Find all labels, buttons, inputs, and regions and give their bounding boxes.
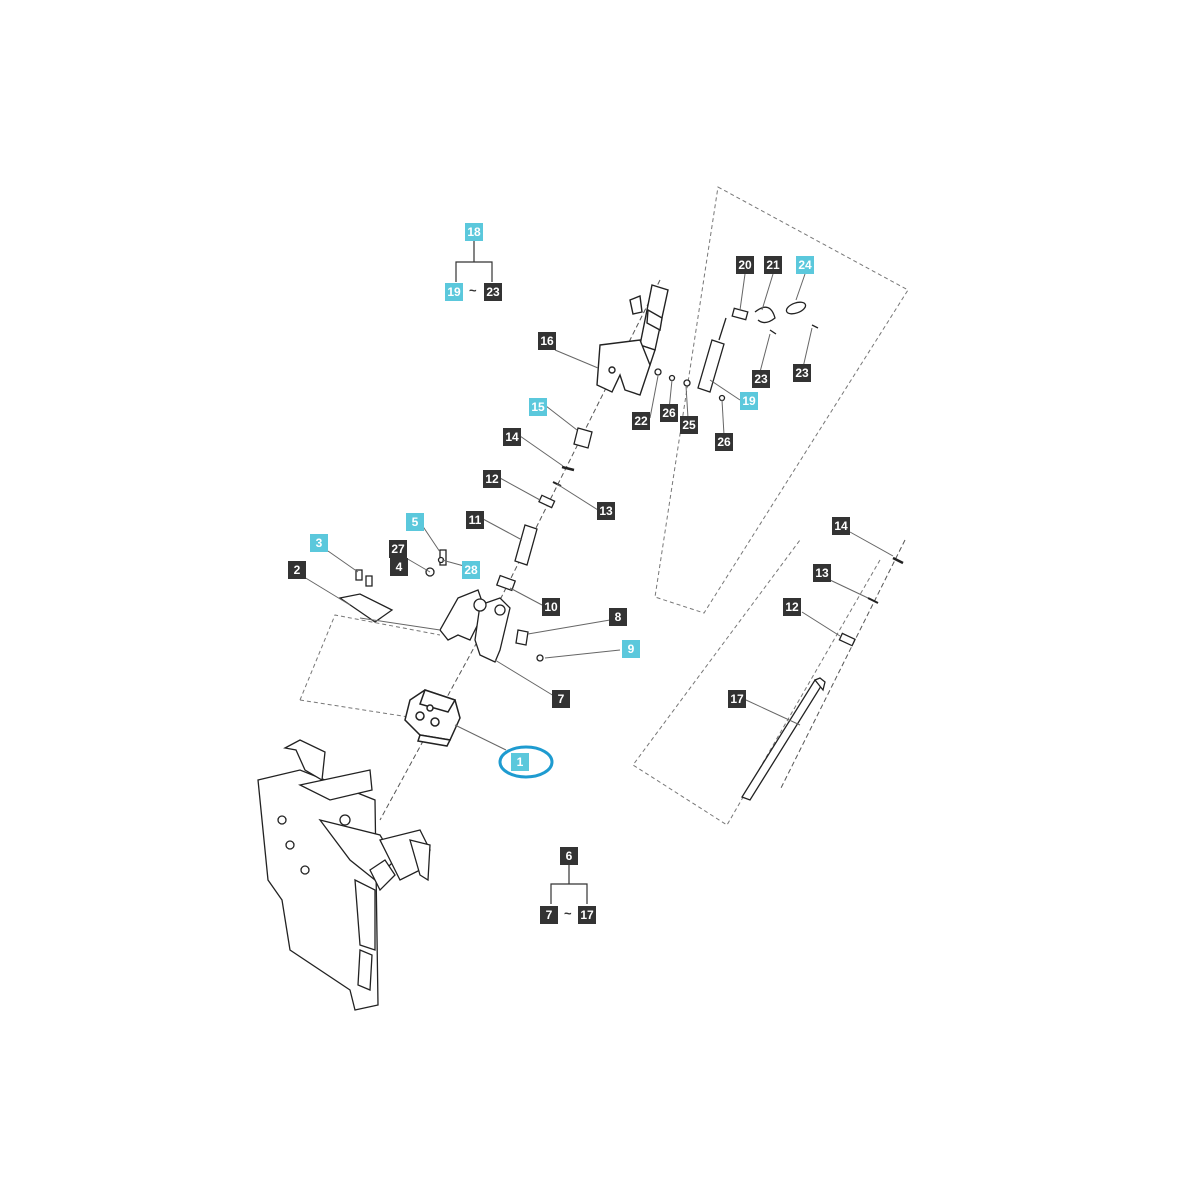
group-label-top[interactable]: 6	[560, 847, 578, 865]
leader-lines	[303, 273, 894, 751]
range-tilde: ~	[469, 283, 477, 298]
part-label[interactable]: 12	[783, 598, 801, 616]
upper-column-outline	[654, 186, 909, 614]
part-label[interactable]: 20	[736, 256, 754, 274]
mounting-plate	[338, 569, 394, 623]
gas-spring	[654, 301, 819, 402]
part-label[interactable]: 15	[529, 398, 547, 416]
part-label[interactable]: 9	[622, 640, 640, 658]
bracket-outline	[299, 614, 441, 719]
part-label[interactable]: 7	[552, 690, 570, 708]
lower-shaft	[741, 556, 904, 801]
part-label[interactable]: 17	[728, 690, 746, 708]
part-label[interactable]: 23	[752, 370, 770, 388]
part-label[interactable]: 26	[660, 404, 678, 422]
part-label[interactable]: 21	[764, 256, 782, 274]
part-label[interactable]: 12	[483, 470, 501, 488]
range-tilde: ~	[564, 906, 572, 921]
part-label[interactable]: 24	[796, 256, 814, 274]
part-label[interactable]: 8	[609, 608, 627, 626]
steering-unit	[404, 689, 461, 747]
part-label[interactable]: 14	[832, 517, 850, 535]
part-label[interactable]: 4	[390, 558, 408, 576]
group-label-from[interactable]: 19	[445, 283, 463, 301]
part-label[interactable]: 27	[389, 540, 407, 558]
group-label-from[interactable]: 7	[540, 906, 558, 924]
group-brackets	[455, 241, 588, 904]
part-label[interactable]: 22	[632, 412, 650, 430]
part-label[interactable]: 2	[288, 561, 306, 579]
dashed-outlines	[299, 186, 909, 826]
part-label[interactable]: 13	[597, 502, 615, 520]
highlight-ring	[498, 745, 554, 779]
part-label[interactable]: 16	[538, 332, 556, 350]
part-label[interactable]: 14	[503, 428, 521, 446]
pedal-frame	[257, 739, 431, 1011]
group-label-to[interactable]: 17	[578, 906, 596, 924]
part-label[interactable]: 23	[793, 364, 811, 382]
part-label[interactable]: 28	[462, 561, 480, 579]
part-label-highlighted[interactable]: 1	[511, 753, 529, 771]
part-label[interactable]: 25	[680, 416, 698, 434]
part-label[interactable]: 3	[310, 534, 328, 552]
part-label[interactable]: 19	[740, 392, 758, 410]
part-label[interactable]: 10	[542, 598, 560, 616]
center-bracket	[425, 549, 544, 663]
part-label[interactable]: 13	[813, 564, 831, 582]
part-label[interactable]: 11	[466, 511, 484, 529]
shaft-parts	[495, 427, 593, 592]
upper-column-tube	[596, 284, 669, 396]
group-label-to[interactable]: 23	[484, 283, 502, 301]
part-label[interactable]: 26	[715, 433, 733, 451]
group-label-top[interactable]: 18	[465, 223, 483, 241]
part-label[interactable]: 5	[406, 513, 424, 531]
